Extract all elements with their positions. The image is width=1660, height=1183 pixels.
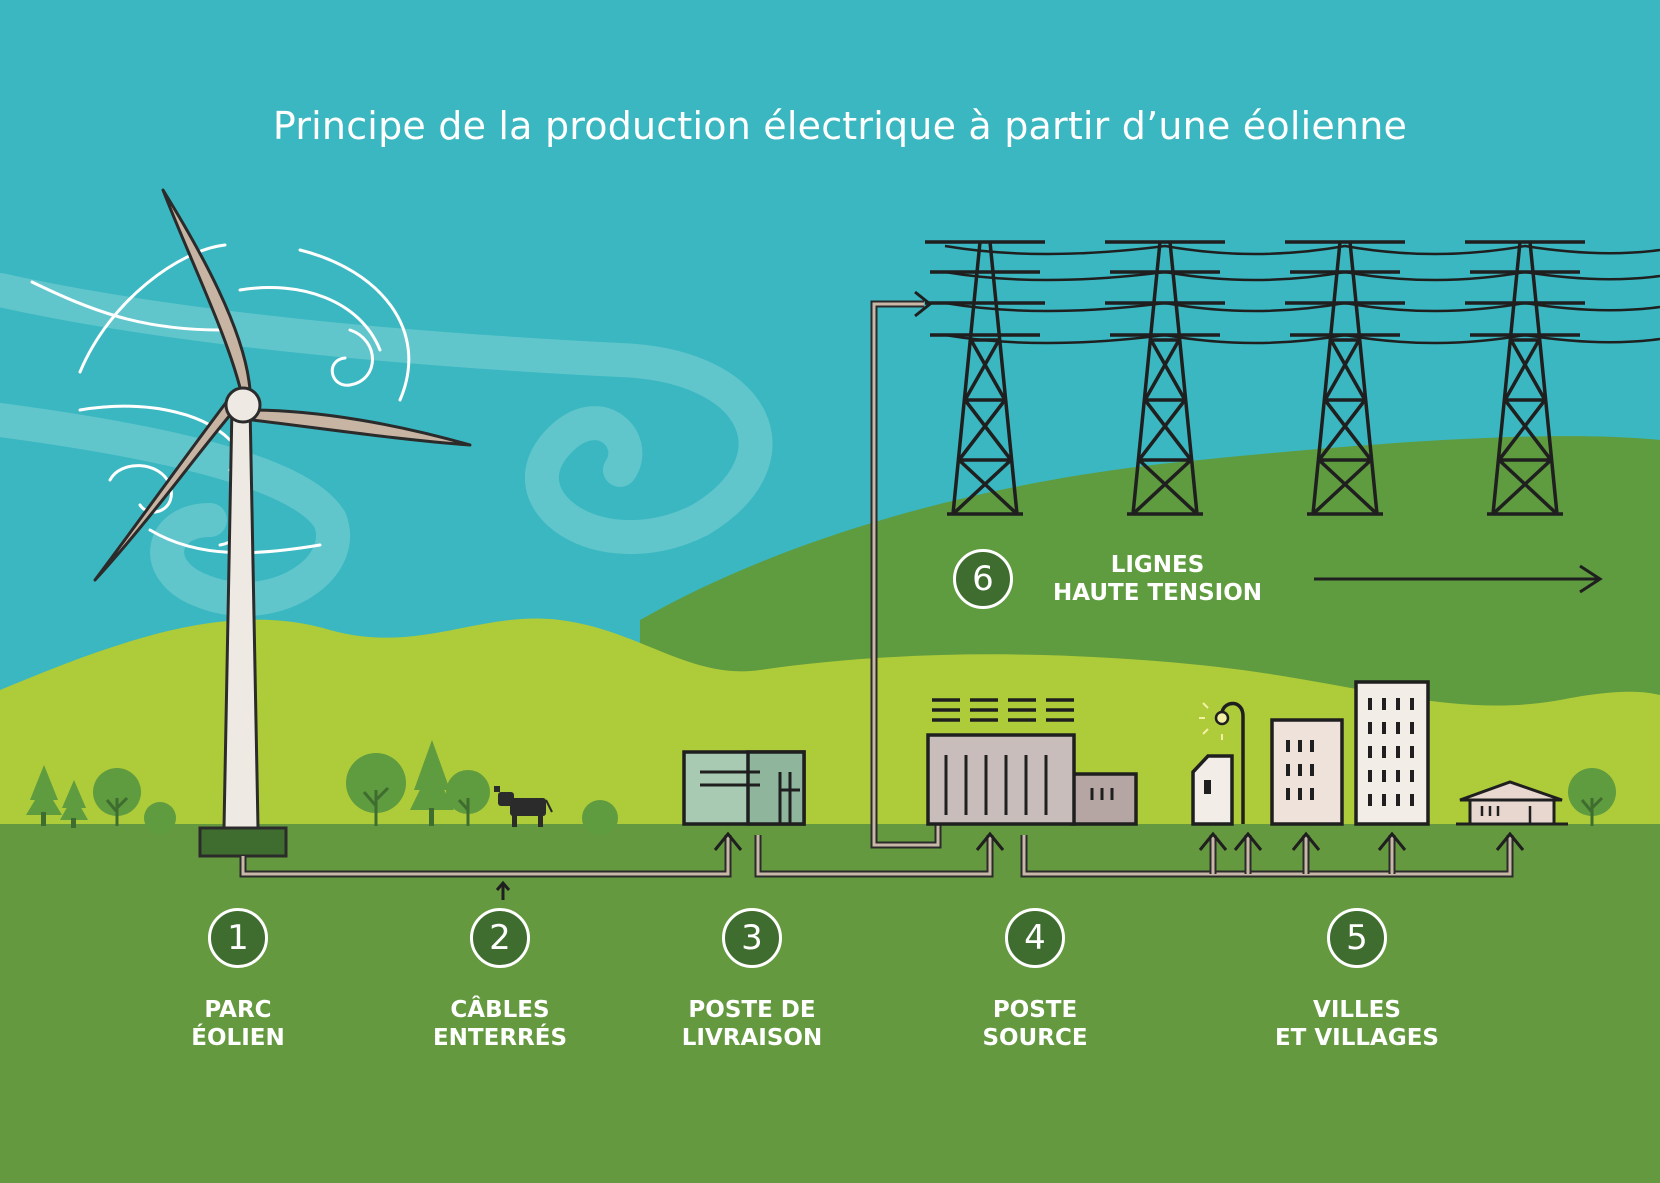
house-icon [1456, 780, 1568, 826]
wind-turbine-icon [93, 188, 472, 858]
substation-icon [926, 698, 1138, 826]
street-lamp-icon [1199, 701, 1245, 824]
wind-swirls [0, 273, 773, 617]
delivery-substation-icon [682, 750, 806, 826]
step-number-badge: 2 [470, 908, 530, 968]
arrow-right-icon [1314, 564, 1603, 594]
pylon-icon [925, 240, 1045, 516]
pylons [925, 240, 1585, 516]
town-icon [1191, 680, 1568, 826]
pylon-icon [1465, 240, 1585, 516]
ground [0, 824, 1660, 1183]
pylon-icon [1105, 240, 1225, 516]
underground-cables [239, 300, 1514, 878]
arrow-up-icon [495, 290, 1525, 900]
cow-icon [494, 786, 553, 827]
pylon-icon [1285, 240, 1405, 516]
step-number-badge: 5 [1327, 908, 1387, 968]
tree-icon [1568, 768, 1616, 826]
step-number-badge: 1 [208, 908, 268, 968]
step-number-badge: 4 [1005, 908, 1065, 968]
step-number-badge: 6 [953, 549, 1013, 609]
hill-light [0, 618, 1660, 840]
step-number-badge: 3 [722, 908, 782, 968]
page-title: Principe de la production électrique à p… [272, 104, 1408, 148]
tree-icon [26, 765, 176, 834]
tree-icon [346, 740, 618, 836]
